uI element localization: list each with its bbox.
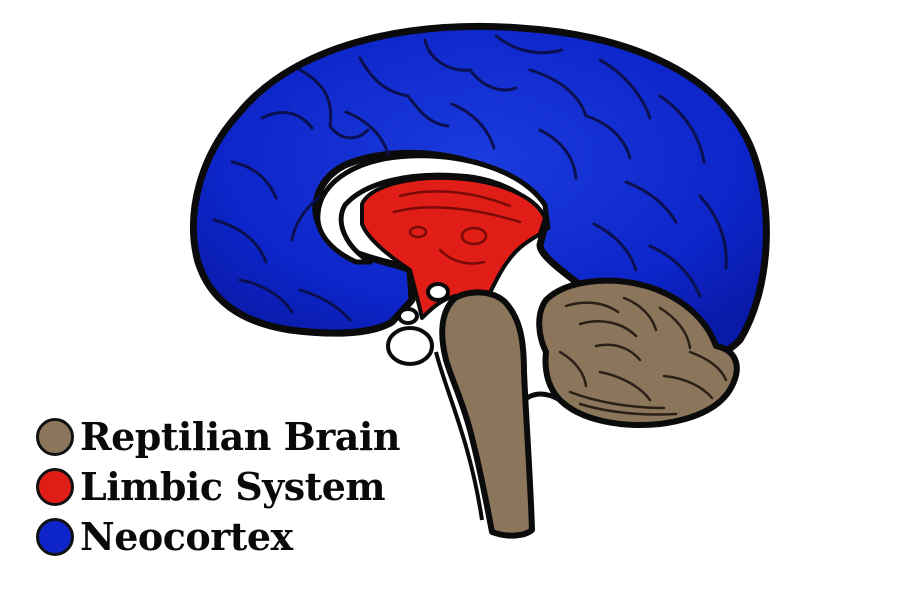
legend-item-neocortex: Neocortex <box>36 512 400 562</box>
legend-label-limbic-system: Limbic System <box>80 464 386 509</box>
brainstem-region <box>439 289 535 539</box>
limbic-system-swatch <box>36 468 74 506</box>
reptilian-brain-swatch <box>36 418 74 456</box>
legend-label-neocortex: Neocortex <box>80 514 293 559</box>
legend-item-reptilian-brain: Reptilian Brain <box>36 412 401 462</box>
neocortex-swatch <box>36 518 74 556</box>
pituitary-structures <box>386 282 450 366</box>
legend: Reptilian Brain Limbic System Neocortex <box>36 412 401 562</box>
cerebellum-folia <box>558 296 728 416</box>
brainstem-outline <box>434 351 484 521</box>
legend-label-reptilian-brain: Reptilian Brain <box>80 414 401 459</box>
corpus-callosum <box>315 153 551 265</box>
legend-item-limbic-system: Limbic System <box>36 462 400 512</box>
cerebellum-region <box>536 277 740 428</box>
cerebellum-peduncle <box>522 391 562 403</box>
limbic-region <box>360 175 547 320</box>
cortex-folds <box>212 34 728 322</box>
limbic-details <box>392 190 522 265</box>
